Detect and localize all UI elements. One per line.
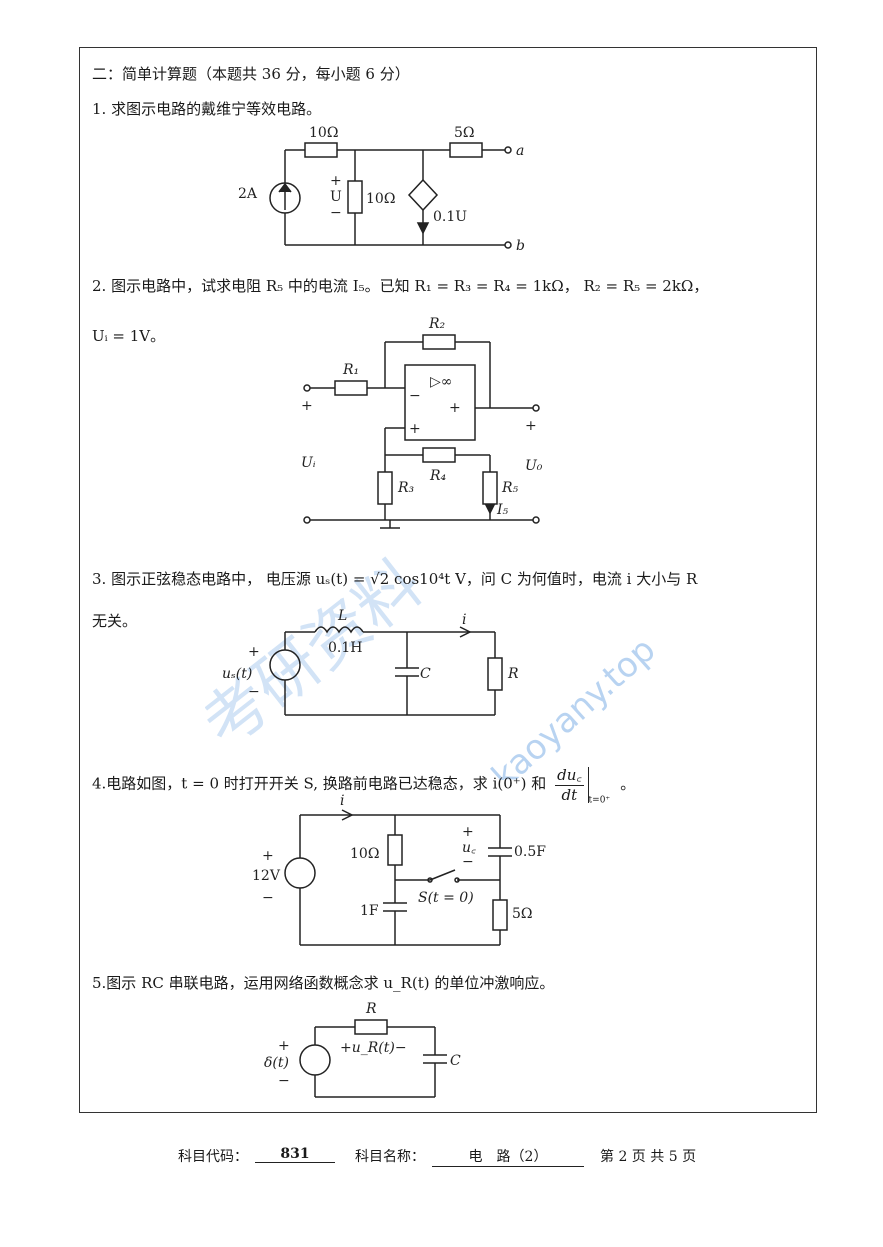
q3-voltage-source xyxy=(269,649,301,681)
q4-switch xyxy=(429,869,456,881)
svg-text:−: − xyxy=(248,684,260,700)
svg-text:u꜀: u꜀ xyxy=(462,840,476,856)
svg-text:R₁: R₁ xyxy=(342,362,359,378)
svg-text:I₅: I₅ xyxy=(496,502,509,518)
svg-text:+: + xyxy=(262,848,274,864)
q4-circuit: i + 12V − 10Ω 1F + u꜀ − 0.5F S(t = 0) 5Ω xyxy=(252,793,546,946)
svg-text:Uᵢ: Uᵢ xyxy=(301,455,316,471)
q4-text: 4.电路如图，t = 0 时打开开关 S, 换路前电路已达稳态，求 i(0⁺) … xyxy=(92,766,636,806)
svg-text:5Ω: 5Ω xyxy=(454,125,475,141)
q1-text: 1. 求图示电路的戴维宁等效电路。 xyxy=(92,100,322,118)
svg-text:+: + xyxy=(525,418,537,434)
svg-text:10Ω: 10Ω xyxy=(350,846,379,862)
svg-text:0.1H: 0.1H xyxy=(328,640,362,656)
section-title: 二：简单计算题（本题共 36 分，每小题 6 分） xyxy=(92,65,410,83)
q4-resistor-5 xyxy=(492,899,508,931)
svg-text:b: b xyxy=(516,238,525,254)
svg-text:2A: 2A xyxy=(238,186,258,202)
q3-resistor xyxy=(487,657,503,691)
svg-text:+: + xyxy=(248,644,260,660)
svg-text:10Ω: 10Ω xyxy=(366,191,395,207)
svg-text:−: − xyxy=(262,890,274,906)
svg-text:+: + xyxy=(409,421,421,437)
footer-name-label: 科目名称： xyxy=(355,1149,425,1165)
q2-text-cont: Uᵢ = 1V。 xyxy=(92,327,166,345)
q4-voltage-source xyxy=(284,857,316,889)
svg-text:R₂: R₂ xyxy=(428,316,446,332)
svg-text:+: + xyxy=(301,398,313,414)
svg-text:5Ω: 5Ω xyxy=(512,906,533,922)
svg-text:−: − xyxy=(462,854,474,870)
svg-text:a: a xyxy=(516,143,524,159)
svg-text:R₄: R₄ xyxy=(429,468,447,484)
svg-text:−: − xyxy=(278,1073,290,1089)
svg-text:uₛ(t): uₛ(t) xyxy=(222,666,252,682)
q1-circuit: 2A 10Ω 5Ω + U − 10Ω 0.1U a b xyxy=(238,125,525,254)
svg-text:10Ω: 10Ω xyxy=(309,125,338,141)
q3-text: 3. 图示正弦稳态电路中， 电压源 uₛ(t) = √2 cos10⁴t V，问… xyxy=(92,570,698,588)
footer-code-label: 科目代码： xyxy=(178,1149,248,1165)
q2-resistor-r3 xyxy=(377,471,393,505)
svg-text:i: i xyxy=(340,793,344,809)
svg-text:+: + xyxy=(278,1038,290,1054)
svg-text:R₃: R₃ xyxy=(397,480,415,496)
svg-text:U: U xyxy=(330,189,342,205)
q2-resistor-r2 xyxy=(422,334,456,350)
svg-text:1F: 1F xyxy=(360,903,379,919)
svg-text:0.5F: 0.5F xyxy=(514,844,546,860)
q3-circuit: L 0.1H i C R + uₛ(t) − xyxy=(222,608,519,716)
q1-resistor-5 xyxy=(449,142,483,158)
q2-text: 2. 图示电路中，试求电阻 R₅ 中的电流 I₅。已知 R₁ = R₃ = R₄… xyxy=(92,277,709,295)
svg-text:+: + xyxy=(449,400,461,416)
q4-resistor-10 xyxy=(387,834,403,866)
svg-text:+: + xyxy=(330,173,342,189)
footer-name-value: 电 路（2） xyxy=(432,1146,584,1167)
q1-dependent-source xyxy=(407,178,439,212)
svg-text:i: i xyxy=(462,612,466,628)
svg-text:R₅: R₅ xyxy=(501,480,519,496)
svg-text:S(t = 0): S(t = 0) xyxy=(418,890,474,906)
svg-text:C: C xyxy=(420,666,431,682)
q1-resistor-10 xyxy=(304,142,338,158)
q2-resistor-r5 xyxy=(482,471,498,505)
q5-text: 5.图示 RC 串联电路，运用网络函数概念求 u_R(t) 的单位冲激响应。 xyxy=(92,974,555,992)
svg-text:−: − xyxy=(409,388,421,404)
svg-text:−: − xyxy=(330,205,342,221)
q5-impulse-source xyxy=(299,1044,331,1076)
svg-text:▷∞: ▷∞ xyxy=(430,374,452,390)
q2-resistor-r4 xyxy=(422,447,456,463)
svg-text:+: + xyxy=(462,824,474,840)
q2-circuit: R₁ R₂ ▷∞ − + + + Uᵢ + U₀ R₄ R₃ R₅ I₅ xyxy=(301,316,543,529)
svg-text:0.1U: 0.1U xyxy=(433,209,467,225)
footer-page-number: 第 2 页 共 5 页 xyxy=(600,1149,697,1165)
svg-text:R: R xyxy=(365,1001,377,1017)
svg-text:L: L xyxy=(337,608,347,624)
svg-text:δ(t): δ(t) xyxy=(264,1055,289,1071)
svg-text:C: C xyxy=(450,1053,461,1069)
q3-text-cont: 无关。 xyxy=(92,612,138,630)
q2-resistor-r1 xyxy=(334,380,368,396)
svg-text:+u_R(t)−: +u_R(t)− xyxy=(340,1040,407,1056)
svg-text:R: R xyxy=(507,666,519,682)
svg-text:U₀: U₀ xyxy=(525,458,543,474)
svg-text:12V: 12V xyxy=(252,868,281,884)
q2-opamp xyxy=(404,364,476,441)
q3-inductor xyxy=(314,626,364,634)
q5-circuit: R +u_R(t)− C + δ(t) − xyxy=(264,1001,461,1098)
q5-resistor xyxy=(354,1019,388,1035)
exam-page-frame xyxy=(79,47,817,1113)
footer-code-value: 831 xyxy=(255,1146,335,1163)
